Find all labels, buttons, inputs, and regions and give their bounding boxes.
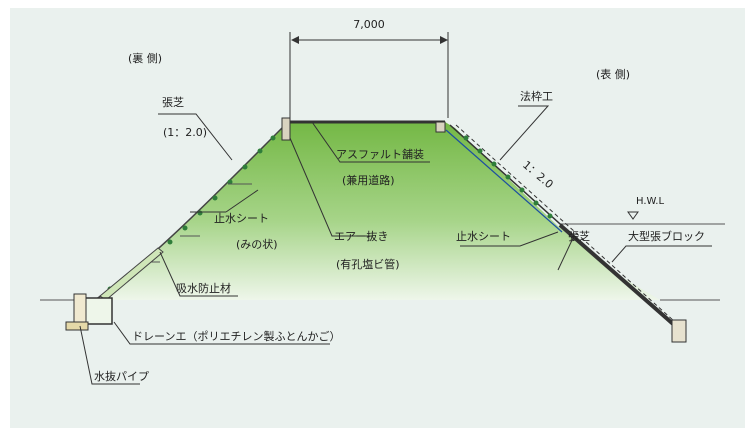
drain-pipe-label: 水抜パイプ — [94, 369, 149, 383]
air-vent-label: エアー抜き — [334, 229, 388, 243]
seal-sheet-front-label: 止水シート — [456, 230, 511, 243]
drain-pipe-box — [73, 293, 87, 325]
crest-post-left — [281, 117, 291, 141]
front-slope-label: 1：2.0 — [520, 158, 556, 191]
hwl-label: H.W.L — [636, 196, 664, 207]
turf-label: 張芝 — [162, 96, 184, 109]
crest-post-right — [435, 121, 446, 133]
block-label: 大型張ブロック — [628, 229, 705, 243]
drain-base — [65, 321, 89, 331]
drain-gabion — [83, 297, 113, 325]
seal-sheet-back-label: 止水シート — [214, 212, 269, 225]
air-vent-note: (有孔塩ビ管) — [336, 257, 400, 271]
turf-front-label: 張芝 — [568, 230, 590, 243]
hwl-marker-icon — [627, 211, 639, 220]
frame-work-label: 法枠工 — [520, 89, 553, 103]
front-slope-turf — [463, 135, 553, 219]
absorb-label: 吸水防止材 — [176, 281, 231, 295]
toe-block-right — [671, 319, 687, 343]
drain-label: ドレーンエ（ポリエチレン製ふとんかご） — [132, 329, 340, 343]
shared-road-label: (兼用道路) — [342, 173, 395, 187]
turf-slope-label: (1：2.0) — [163, 126, 207, 139]
dimension-label: 7,000 — [353, 18, 385, 31]
front-side-label: (表 側) — [596, 67, 630, 81]
leader-lines — [79, 105, 712, 385]
block-slope-line — [558, 223, 682, 332]
asphalt-label: アスファルト舗装 — [336, 147, 424, 161]
front-slope-line-inner — [455, 124, 685, 331]
back-side-label: (裏 側) — [128, 51, 162, 65]
seal-sheet-line — [445, 129, 563, 233]
embankment-body — [95, 122, 660, 300]
seal-sheet-back-note: (みの状) — [236, 237, 278, 251]
